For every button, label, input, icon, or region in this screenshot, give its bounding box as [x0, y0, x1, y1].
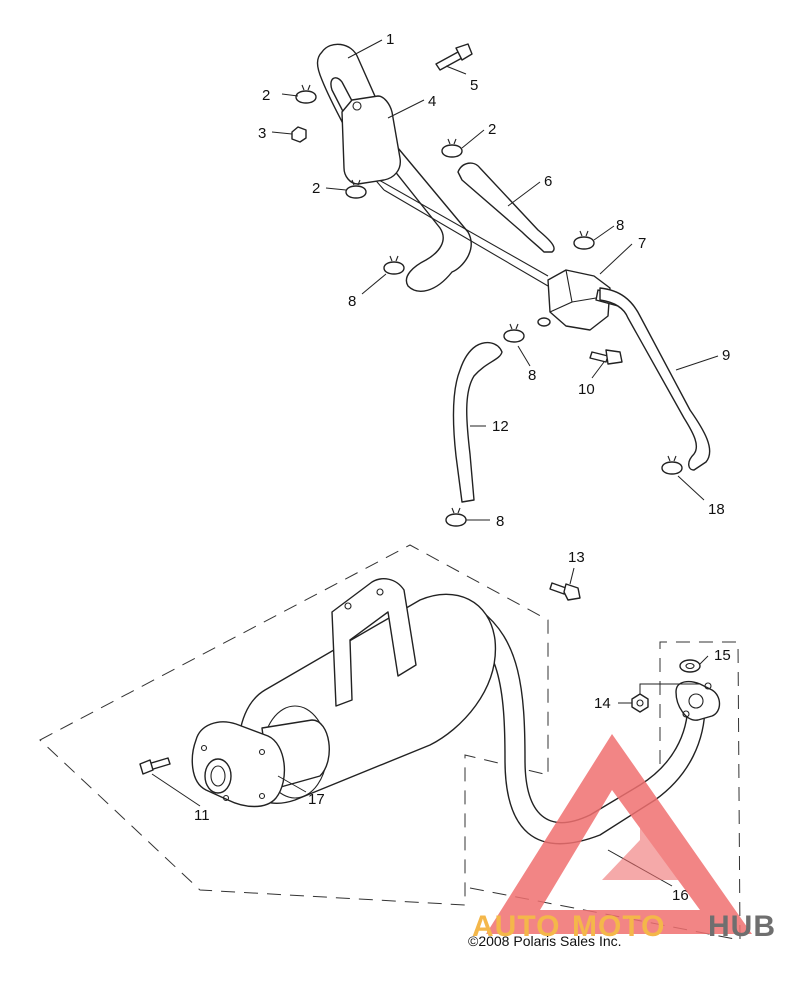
washer: [679, 659, 701, 673]
valve-bolt-head: [605, 349, 623, 365]
flange-bolt-hole: [222, 794, 230, 802]
muffler-mount-bracket: [331, 578, 417, 707]
callout-13: 13: [568, 549, 585, 566]
bracket-bolt: [549, 582, 567, 595]
flange-bolt-hole: [682, 710, 690, 718]
leader-line: [591, 361, 605, 379]
washer-hole: [685, 662, 695, 670]
hose-clamp: [441, 138, 463, 158]
callout-8c: 8: [528, 367, 536, 384]
hose-12: [452, 341, 503, 503]
leader-line: [599, 243, 633, 275]
leader-line: [618, 683, 700, 704]
hose-clamp: [295, 84, 317, 104]
callout-5: 5: [470, 77, 478, 94]
callout-10: 10: [578, 381, 595, 398]
hose-6: [457, 162, 555, 253]
watermark-hub: HUB: [708, 910, 776, 943]
leader-line: [387, 99, 425, 119]
leader-line: [281, 93, 299, 97]
callout-4: 4: [428, 93, 436, 110]
hose-clamp: [503, 323, 525, 343]
flange-bolt-hole: [200, 744, 208, 752]
tail-bolt-head: [139, 759, 154, 775]
leader-line: [325, 187, 347, 191]
hose-clamp: [661, 455, 683, 475]
callout-6: 6: [544, 173, 552, 190]
leader-line: [699, 655, 709, 665]
header-pipe-group-outline: [469, 641, 741, 941]
callout-3: 3: [258, 125, 266, 142]
box-port: [352, 101, 362, 111]
flange-port: [688, 693, 704, 709]
hose-clamp: [345, 179, 367, 199]
watermark-moto: MOTO: [572, 910, 665, 943]
leader-line: [361, 273, 387, 295]
callout-17: 17: [308, 791, 325, 808]
valve-bolt: [589, 351, 609, 363]
callout-16: 16: [672, 887, 689, 904]
copyright-notice: ©2008 Polaris Sales Inc.: [468, 933, 622, 949]
flange-bolt-hole: [258, 792, 266, 800]
leader-line: [277, 775, 307, 793]
bracket-hole: [376, 588, 384, 596]
leader-line: [675, 355, 719, 371]
watermark-inner-mark: [602, 816, 680, 880]
valve-frame-rod: [383, 189, 549, 287]
nut-hole: [636, 699, 644, 707]
tail-outlet: [204, 758, 232, 794]
bracket-bolt-head: [563, 583, 581, 601]
leader-line: [461, 129, 485, 149]
callout-11: 11: [194, 807, 210, 824]
flange-bolt-hole: [258, 748, 266, 756]
leader-line: [445, 65, 467, 75]
leader-line: [517, 345, 531, 367]
valve-inlet: [537, 317, 551, 327]
valve-frame-rod: [371, 175, 549, 277]
flange-nut: [631, 693, 649, 713]
tail-outlet-inner: [210, 765, 226, 787]
watermark-triangle-icon: [486, 734, 752, 934]
callout-1: 1: [386, 31, 394, 48]
leader-line: [593, 225, 615, 241]
bracket-hole: [344, 602, 352, 610]
callout-14: 14: [594, 695, 611, 712]
callout-2b: 2: [488, 121, 496, 138]
callout-2: 2: [262, 87, 270, 104]
hose-9: [599, 287, 711, 471]
hose-clamp: [383, 255, 405, 275]
hose-clamp: [445, 507, 467, 527]
callout-15: 15: [714, 647, 731, 664]
callout-8b: 8: [348, 293, 356, 310]
leader-line: [347, 39, 383, 59]
callout-12: 12: [492, 418, 509, 435]
callout-9: 9: [722, 347, 730, 364]
leader-line: [271, 131, 293, 135]
air-valve: [547, 269, 611, 331]
hose-clamp: [573, 230, 595, 250]
air-filter-box: [341, 95, 401, 185]
leader-line: [151, 773, 201, 807]
leader-line: [507, 181, 541, 207]
callout-8d: 8: [496, 513, 504, 530]
callout-18: 18: [708, 501, 725, 518]
leader-line: [569, 567, 575, 585]
callout-2c: 2: [312, 180, 320, 197]
watermark-logo: [486, 734, 752, 934]
box-nut: [291, 126, 307, 143]
callout-8: 8: [616, 217, 624, 234]
callout-7: 7: [638, 235, 646, 252]
long-bolt-head: [455, 43, 473, 61]
watermark-auto: AUTO: [472, 910, 560, 943]
flange-bolt-hole: [704, 682, 712, 690]
leader-line: [677, 475, 705, 501]
